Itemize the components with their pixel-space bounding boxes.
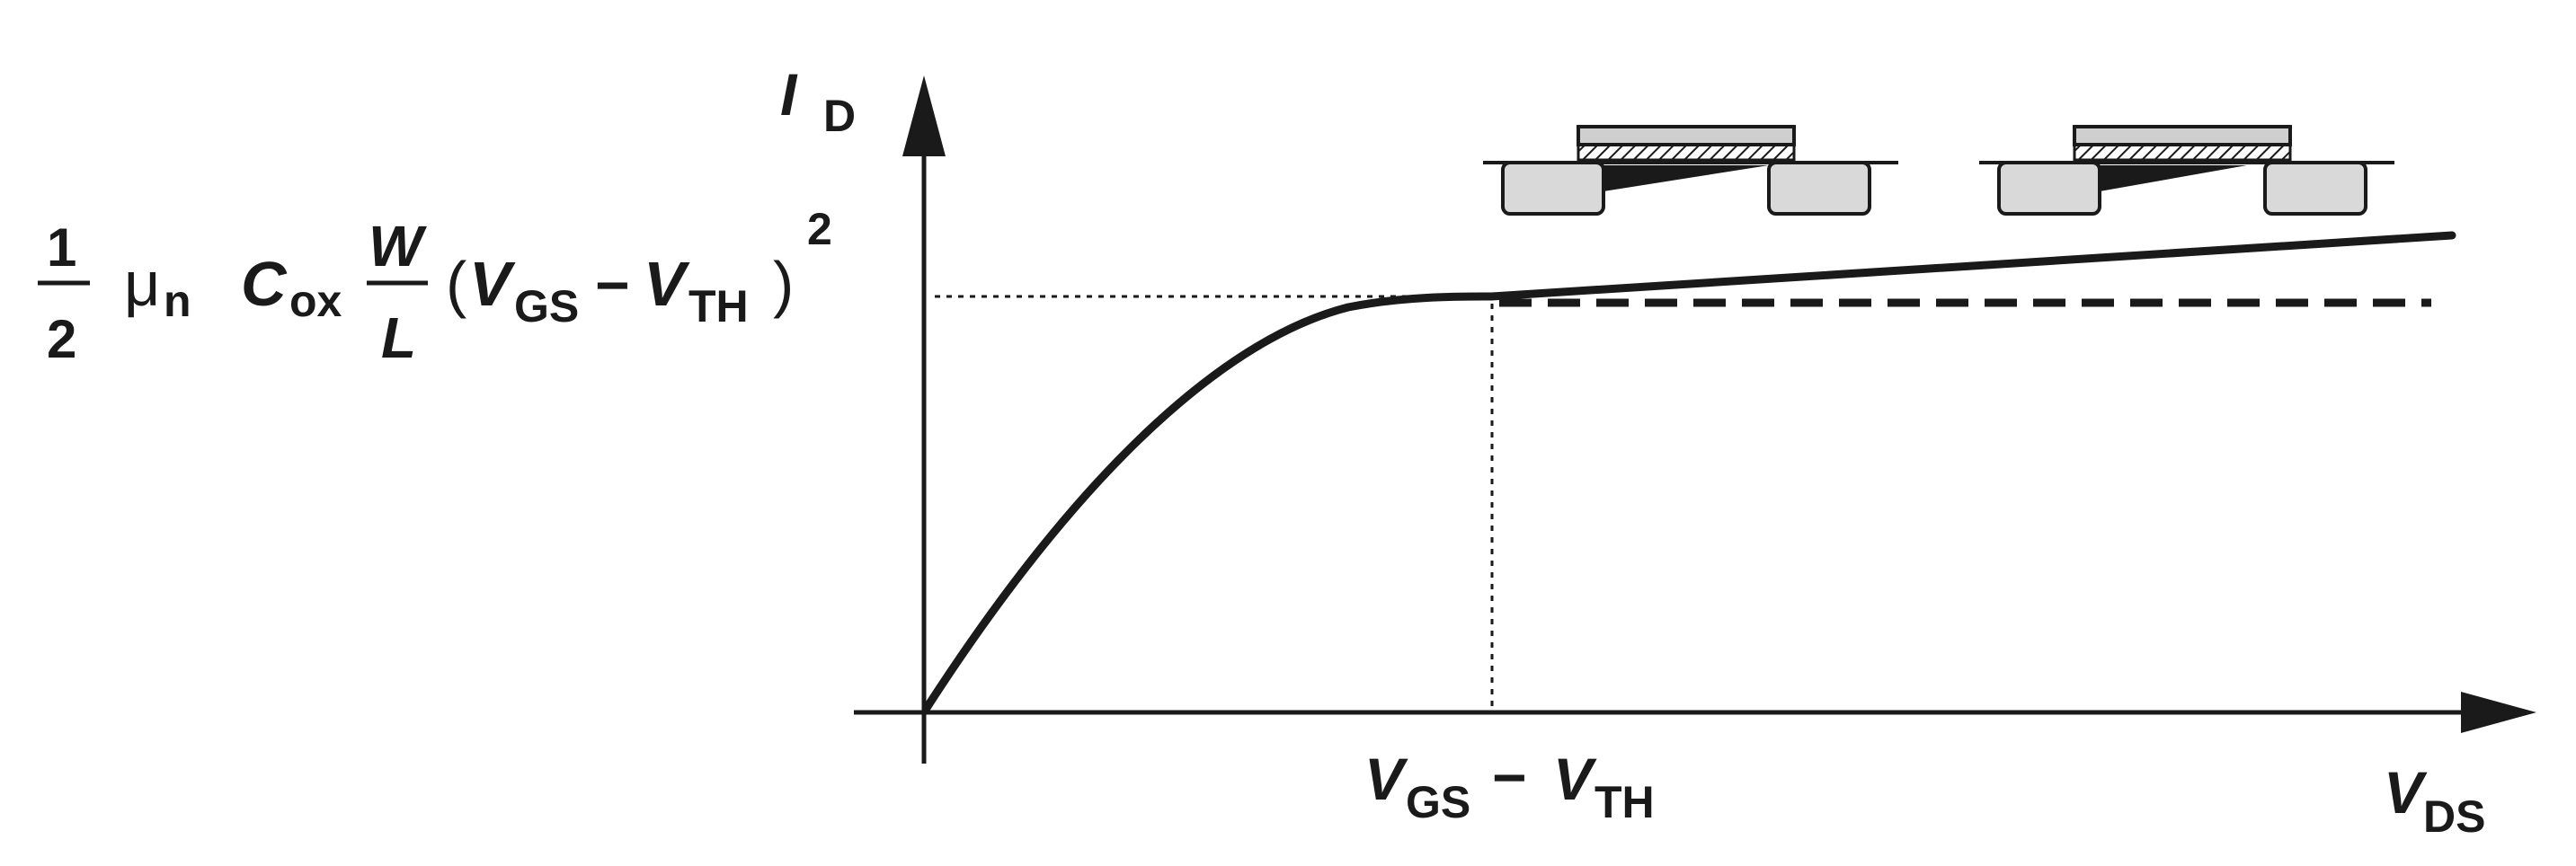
source-well [1997,161,2101,216]
gate [2073,125,2292,146]
x-axis-label-subscript: DS [2423,791,2485,842]
formula-v2-subscript: TH [688,281,749,331]
gate-oxide [2073,143,2292,162]
gate-oxide [1577,143,1796,162]
y-axis-label-subscript: D [823,91,856,141]
formula-exponent: 2 [807,204,832,254]
mobility-symbol: μ [124,249,160,319]
inversion-channel [1603,165,1769,191]
width-symbol: W [369,214,427,278]
saturation-current-formula: 1 2 μ n C ox W L ( V GS − V TH ) 2 [38,204,832,370]
formula-minus: − [595,252,630,318]
pinch-off-tick-label: V GS − V TH [1364,744,1655,827]
formula-v2: V [644,249,690,319]
oxide-cap-symbol: C [241,249,288,319]
close-paren: ) [773,249,794,319]
tick-v2-subscript: TH [1594,777,1655,827]
gate [1577,125,1796,146]
fraction-denominator: 2 [47,309,76,369]
length-symbol: L [381,305,416,370]
source-well [1501,161,1605,216]
formula-v1-subscript: GS [514,281,579,331]
tick-v2: V [1553,746,1597,812]
mosfet-cross-section-pinch-off [1483,125,1898,216]
inversion-channel [2100,165,2247,191]
id-vds-curve [922,231,2456,712]
open-paren: ( [446,249,466,319]
drain-well [1767,161,1871,216]
oxide-cap-subscript: ox [289,276,342,326]
formula-v1: V [469,249,516,319]
drain-well [2263,161,2367,216]
mobility-subscript: n [164,276,191,326]
tick-v1-subscript: GS [1406,777,1470,827]
fraction-numerator: 1 [47,217,76,278]
mosfet-cross-section-clm [1979,125,2394,216]
x-axis-arrow [2461,692,2536,733]
x-axis-label: V [2384,759,2428,826]
y-axis-label: I [780,61,798,128]
tick-minus: − [1492,744,1527,810]
tick-v1: V [1364,746,1408,812]
y-axis-arrow [902,75,946,156]
